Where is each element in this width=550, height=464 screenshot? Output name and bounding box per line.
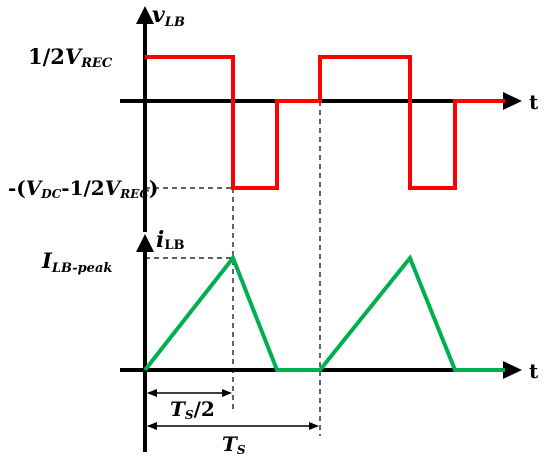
half-period-arrow-right	[222, 389, 232, 397]
period-arrow-left	[147, 422, 157, 430]
current-waveform	[143, 254, 505, 372]
period-arrow-right	[309, 422, 319, 430]
bottom-x-axis-arrow	[503, 361, 522, 379]
half-period-arrow-left	[147, 389, 157, 397]
bottom-y-axis-label: iLB	[156, 227, 185, 253]
peak-label: ILB-peak	[41, 248, 112, 276]
pos-level-label: 1/2VREC	[28, 44, 113, 71]
top-y-axis-label: vLB	[152, 2, 185, 30]
bottom-y-axis-arrow	[136, 234, 154, 252]
voltage-waveform	[145, 55, 505, 190]
bottom-x-axis-label: t	[529, 359, 539, 383]
top-x-axis-arrow	[503, 92, 522, 110]
period-label: TS	[222, 432, 246, 457]
top-x-axis-label: t	[529, 90, 539, 114]
top-y-axis-arrow	[136, 6, 154, 24]
half-period-label: TS/2	[170, 397, 215, 422]
neg-level-label: -(VDC-1/2VREC)	[8, 176, 158, 201]
